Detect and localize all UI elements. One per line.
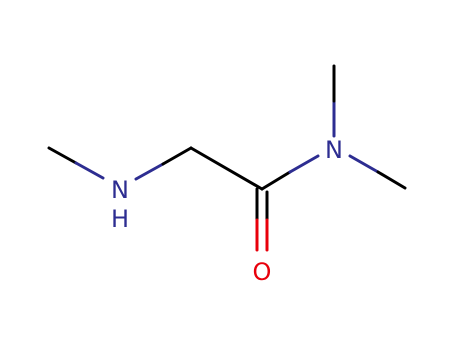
bond-amine-ch2-nitrogen <box>134 162 165 181</box>
atom-label-amine-hydrogen: H <box>111 205 129 233</box>
bond-amine-ch2-carbon <box>161 146 193 166</box>
bond-methyl-amine-nitrogen <box>74 161 105 180</box>
atom-label-amide-nitrogen: N <box>325 136 343 164</box>
bond-ch2-carbonyl <box>189 146 264 191</box>
bond-carbonyl-amide-carbon <box>260 170 292 191</box>
bond-carbonyl-amide-nitrogen <box>288 154 320 174</box>
bond-amide-methyl-right-nitrogen <box>348 154 380 174</box>
bond-amide-methyl-right-carbon <box>376 170 407 190</box>
bond-methyl-amine-carbon <box>47 146 78 165</box>
atom-label-amine-nitrogen: N <box>111 176 129 204</box>
atom-label-carbonyl-oxygen: O <box>253 258 272 286</box>
